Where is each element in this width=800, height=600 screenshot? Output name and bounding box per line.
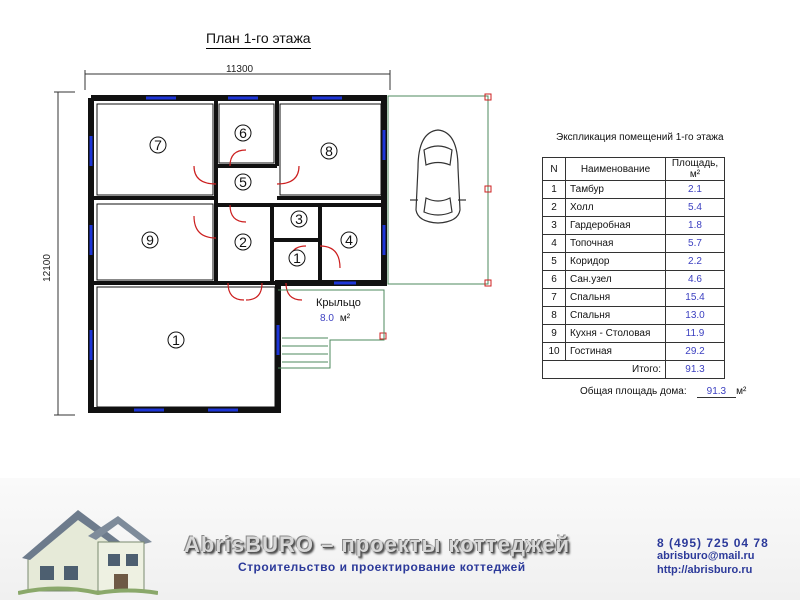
house-total-label: Общая площадь дома:: [580, 386, 687, 397]
room-outlines: [96, 103, 382, 408]
row-area: 15.4: [665, 288, 725, 307]
porch-area-value: 8.0: [320, 313, 334, 324]
row-num: 4: [542, 234, 566, 253]
room-label-2: 2: [234, 233, 252, 251]
contact-email[interactable]: abrisburo@mail.ru: [657, 550, 755, 562]
brand-title: AbrisBURO – проекты коттеджей: [184, 532, 570, 557]
plan-title: План 1-го этажа: [206, 30, 311, 49]
row-name: Гостиная: [565, 342, 666, 361]
row-area: 13.0: [665, 306, 725, 325]
porch-label: Крыльцо: [316, 297, 361, 309]
row-num: 1: [542, 180, 566, 199]
row-name: Гардеробная: [565, 216, 666, 235]
table-title: Экспликация помещений 1-го этажа: [556, 132, 724, 143]
floor-plan: 11300 12100: [42, 64, 492, 416]
table-total-row: Итого:91.3: [542, 360, 725, 379]
dimension-width: 11300: [226, 64, 254, 75]
svg-text:3: 3: [295, 211, 303, 227]
row-name: Тамбур: [565, 180, 666, 199]
total-value: 91.3: [665, 360, 725, 379]
contact-website[interactable]: http://abrisburo.ru: [657, 564, 753, 576]
room-label-5: 5: [234, 173, 252, 191]
svg-text:5: 5: [239, 174, 247, 190]
contact-phone: 8 (495) 725 04 78: [657, 536, 769, 550]
row-area: 2.2: [665, 252, 725, 271]
carport-outline: [387, 95, 489, 285]
room-label-9: 9: [141, 231, 159, 249]
porch: [278, 289, 385, 369]
cottage-icon: [18, 510, 158, 596]
brand-tagline: Строительство и проектирование коттеджей: [238, 560, 526, 574]
column-markers: [379, 93, 492, 340]
row-area: 2.1: [665, 180, 725, 199]
row-num: 7: [542, 288, 566, 307]
row-num: 2: [542, 198, 566, 217]
table-header-row: N Наименование Площадь, м²: [542, 157, 725, 181]
row-num: 8: [542, 306, 566, 325]
dimension-lines: [54, 70, 391, 416]
svg-text:4: 4: [345, 232, 353, 248]
row-num: 6: [542, 270, 566, 289]
row-num: 3: [542, 216, 566, 235]
row-name: Холл: [565, 198, 666, 217]
row-area: 11.9: [665, 324, 725, 343]
porch-area: 8.0 м²: [320, 313, 350, 324]
dimension-height: 12100: [42, 254, 53, 282]
doors: [193, 149, 341, 301]
row-num: 9: [542, 324, 566, 343]
room-label-8: 8: [320, 142, 338, 160]
inner-walls: [91, 98, 384, 285]
row-area: 5.7: [665, 234, 725, 253]
room-label-1-vestibule: 1: [288, 249, 306, 267]
row-name: Сан.узел: [565, 270, 666, 289]
svg-text:9: 9: [146, 232, 154, 248]
svg-text:8: 8: [325, 143, 333, 159]
svg-text:1: 1: [293, 250, 301, 266]
house-total-value: 91.3: [696, 386, 737, 398]
room-label-3: 3: [290, 210, 308, 228]
row-area: 5.4: [665, 198, 725, 217]
row-area: 29.2: [665, 342, 725, 361]
row-name: Коридор: [565, 252, 666, 271]
svg-text:2: 2: [239, 234, 247, 250]
house-total-unit: м²: [736, 386, 747, 397]
room-label-6: 6: [234, 124, 252, 142]
row-name: Спальня: [565, 306, 666, 325]
row-name: Топочная: [565, 234, 666, 253]
walls: [88, 95, 387, 413]
windows: [89, 96, 386, 412]
svg-text:7: 7: [154, 137, 162, 153]
row-name: Кухня - Столовая: [565, 324, 666, 343]
room-labels: 1 2 3 4 5 6 7 8 9 1: [141, 124, 358, 349]
row-area: 4.6: [665, 270, 725, 289]
row-name: Спальня: [565, 288, 666, 307]
car-icon: [410, 129, 466, 224]
svg-text:6: 6: [239, 125, 247, 141]
room-label-7: 7: [149, 136, 167, 154]
room-label-4: 4: [340, 231, 358, 249]
total-label: Итого:: [542, 360, 666, 379]
row-num: 5: [542, 252, 566, 271]
svg-text:1: 1: [172, 332, 180, 348]
header-name: Наименование: [565, 157, 666, 181]
header-num: N: [542, 157, 566, 181]
porch-area-unit: м²: [339, 313, 351, 324]
row-num: 10: [542, 342, 566, 361]
room-label-1-living: 1: [167, 331, 185, 349]
row-area: 1.8: [665, 216, 725, 235]
header-area: Площадь, м²: [665, 157, 725, 181]
